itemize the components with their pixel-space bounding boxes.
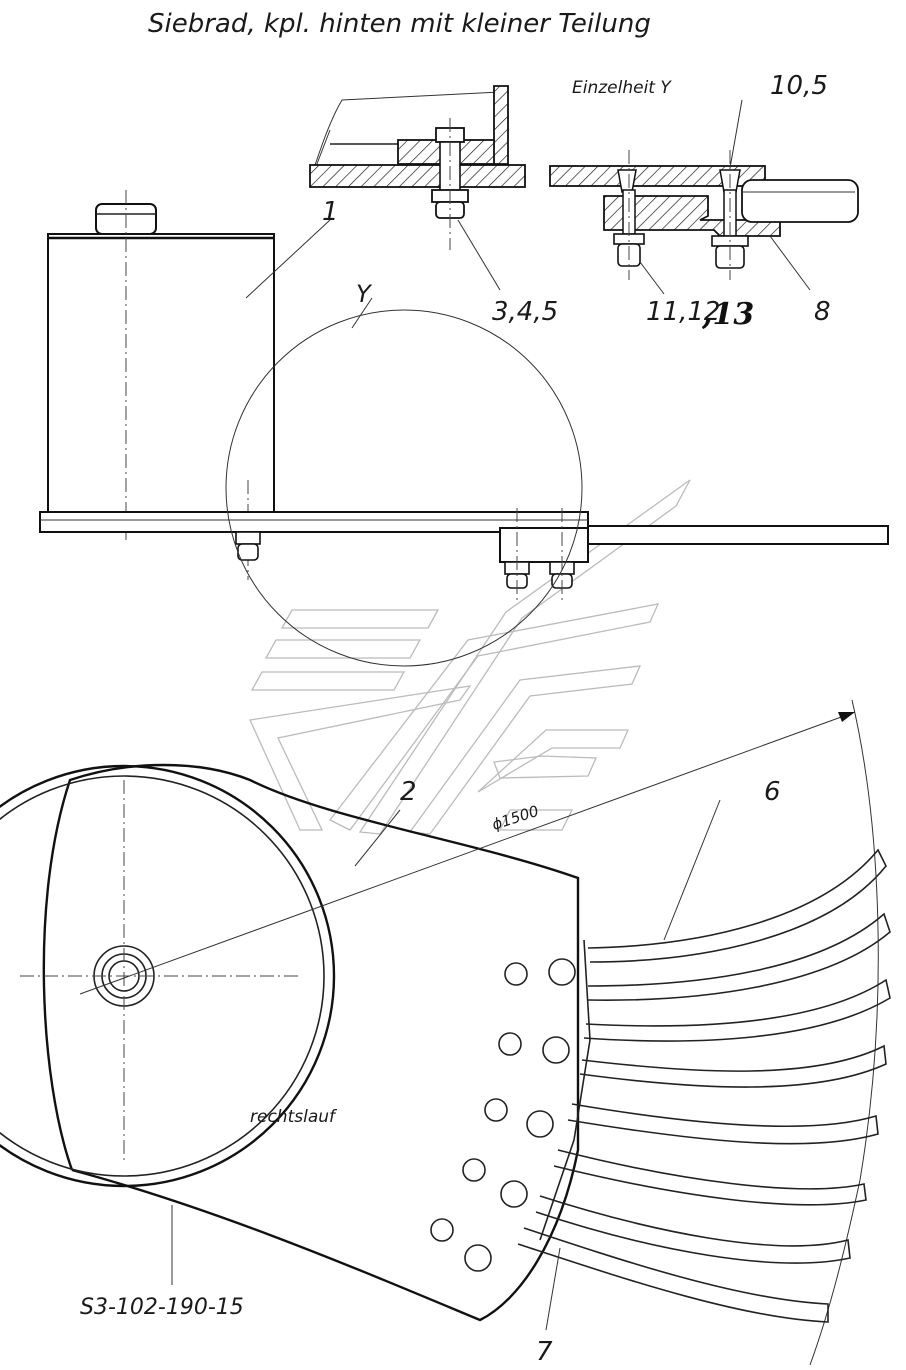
watermark-logo (249, 479, 691, 835)
callout-3-4-5: 3,4,5 (492, 297, 558, 327)
detail-marker-y: Y (356, 280, 373, 308)
front-view (0, 699, 891, 1366)
callout-7: 7 (536, 1337, 553, 1367)
detail-label: Einzelheit Y (572, 78, 672, 98)
drawing-number: S3-102-190-15 (80, 1295, 244, 1320)
callout-13: ,13 (701, 297, 754, 332)
section-view-bolt (309, 85, 526, 291)
sieve-tines (517, 848, 891, 1323)
callout-11-12: 11,12 (646, 297, 720, 327)
callout-10-5: 10,5 (770, 71, 828, 101)
side-view (39, 190, 889, 667)
mounting-holes (430, 958, 576, 1272)
callout-6: 6 (764, 777, 781, 807)
drawing-title: Siebrad, kpl. hinten mit kleiner Teilung (148, 9, 651, 39)
callout-1: 1 (322, 197, 339, 227)
rotation-label: rechtslauf (250, 1107, 338, 1127)
detail-y-section (549, 99, 859, 295)
callout-8: 8 (814, 297, 831, 327)
callout-2: 2 (400, 777, 417, 807)
